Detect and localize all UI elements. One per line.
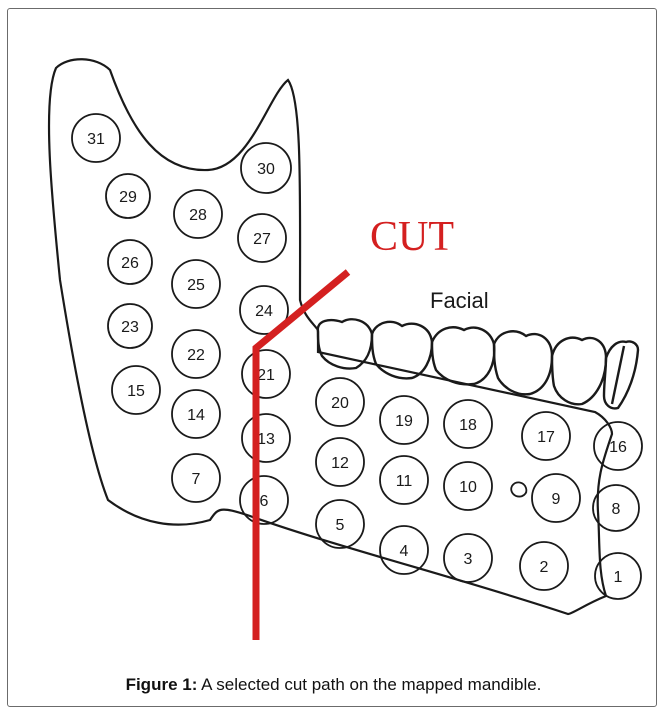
region-8: 8 [593,485,639,531]
region-number: 2 [540,559,549,576]
region-31: 31 [72,114,120,162]
region-25: 25 [172,260,220,308]
region-number: 22 [187,347,205,364]
region-7: 7 [172,454,220,502]
region-14: 14 [172,390,220,438]
region-number: 10 [459,479,477,496]
region-29: 29 [106,174,150,218]
facial-label: Facial [430,288,489,313]
tooth-6-ridge [612,346,624,404]
region-number: 1 [614,569,623,586]
region-13: 13 [242,414,290,462]
caption-label: Figure 1: [126,675,198,694]
region-number: 30 [257,161,275,178]
region-number: 14 [187,407,205,424]
region-2: 2 [520,542,568,590]
mandible-outline [49,59,612,614]
region-23: 23 [108,304,152,348]
tooth-3 [432,327,494,384]
tooth-1 [318,319,372,368]
region-number: 20 [331,395,349,412]
teeth [318,319,638,408]
region-10: 10 [444,462,492,510]
region-17: 17 [522,412,570,460]
figure-caption: Figure 1: A selected cut path on the map… [0,675,667,695]
cut-label: CUT [370,214,454,260]
region-number: 5 [336,517,345,534]
region-number: 21 [257,367,275,384]
region-12: 12 [316,438,364,486]
region-21: 21 [242,350,290,398]
region-number: 6 [260,493,269,510]
region-number: 23 [121,319,139,336]
region-18: 18 [444,400,492,448]
region-26: 26 [108,240,152,284]
region-28: 28 [174,190,222,238]
region-number: 27 [253,231,271,248]
region-number: 16 [609,439,627,456]
region-11: 11 [380,456,428,504]
region-number: 9 [552,491,561,508]
tooth-6 [604,341,638,408]
region-16: 16 [594,422,642,470]
region-number: 29 [119,189,137,206]
region-number: 11 [396,473,413,490]
tooth-4 [494,331,552,394]
region-number: 12 [331,455,349,472]
region-22: 22 [172,330,220,378]
region-number: 31 [87,131,105,148]
region-number: 19 [395,413,413,430]
region-number: 7 [192,471,201,488]
region-30: 30 [241,143,291,193]
region-number: 8 [612,501,621,518]
mental-foramen [511,482,526,496]
region-4: 4 [380,526,428,574]
region-27: 27 [238,214,286,262]
region-number: 25 [187,277,205,294]
region-3: 3 [444,534,492,582]
caption-text: A selected cut path on the mapped mandib… [197,675,541,694]
region-number: 4 [400,543,409,560]
region-5: 5 [316,500,364,548]
region-number: 18 [459,417,477,434]
region-6: 6 [240,476,288,524]
region-number: 26 [121,255,139,272]
region-number: 15 [127,383,145,400]
region-number: 3 [464,551,473,568]
region-19: 19 [380,396,428,444]
region-9: 9 [532,474,580,522]
region-number: 24 [255,303,273,320]
region-15: 15 [112,366,160,414]
region-number: 28 [189,207,207,224]
tooth-5 [552,338,606,405]
region-number: 13 [257,431,275,448]
region-20: 20 [316,378,364,426]
region-number: 17 [537,429,555,446]
